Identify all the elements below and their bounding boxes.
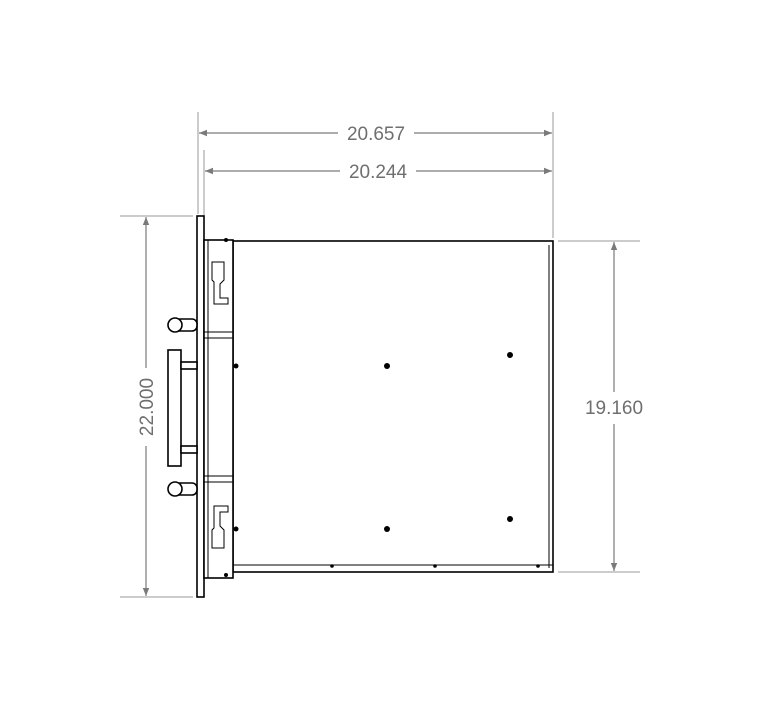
dimension-label-panel-height: 22.000 [137, 378, 158, 436]
upper-knob [167, 317, 198, 333]
mounting-holes [224, 238, 540, 577]
lower-knob [167, 481, 198, 497]
dimension-overall-width: 20.657 [199, 124, 552, 145]
upper-bracket [211, 261, 229, 305]
dimension-label-inner-width: 20.244 [349, 162, 408, 183]
dimension-body-height: 19.160 [585, 242, 643, 571]
dimension-label-body-height: 19.160 [585, 398, 643, 419]
side-rail [203, 239, 234, 579]
dimension-label-overall-width: 20.657 [347, 124, 405, 145]
dimension-inner-width: 20.244 [205, 162, 552, 183]
drawer-body [232, 240, 554, 573]
lower-bracket [211, 505, 229, 549]
dimension-panel-height: 22.000 [137, 217, 158, 596]
front-panel [196, 215, 205, 598]
extension-lines [120, 112, 640, 598]
handle [167, 349, 198, 467]
